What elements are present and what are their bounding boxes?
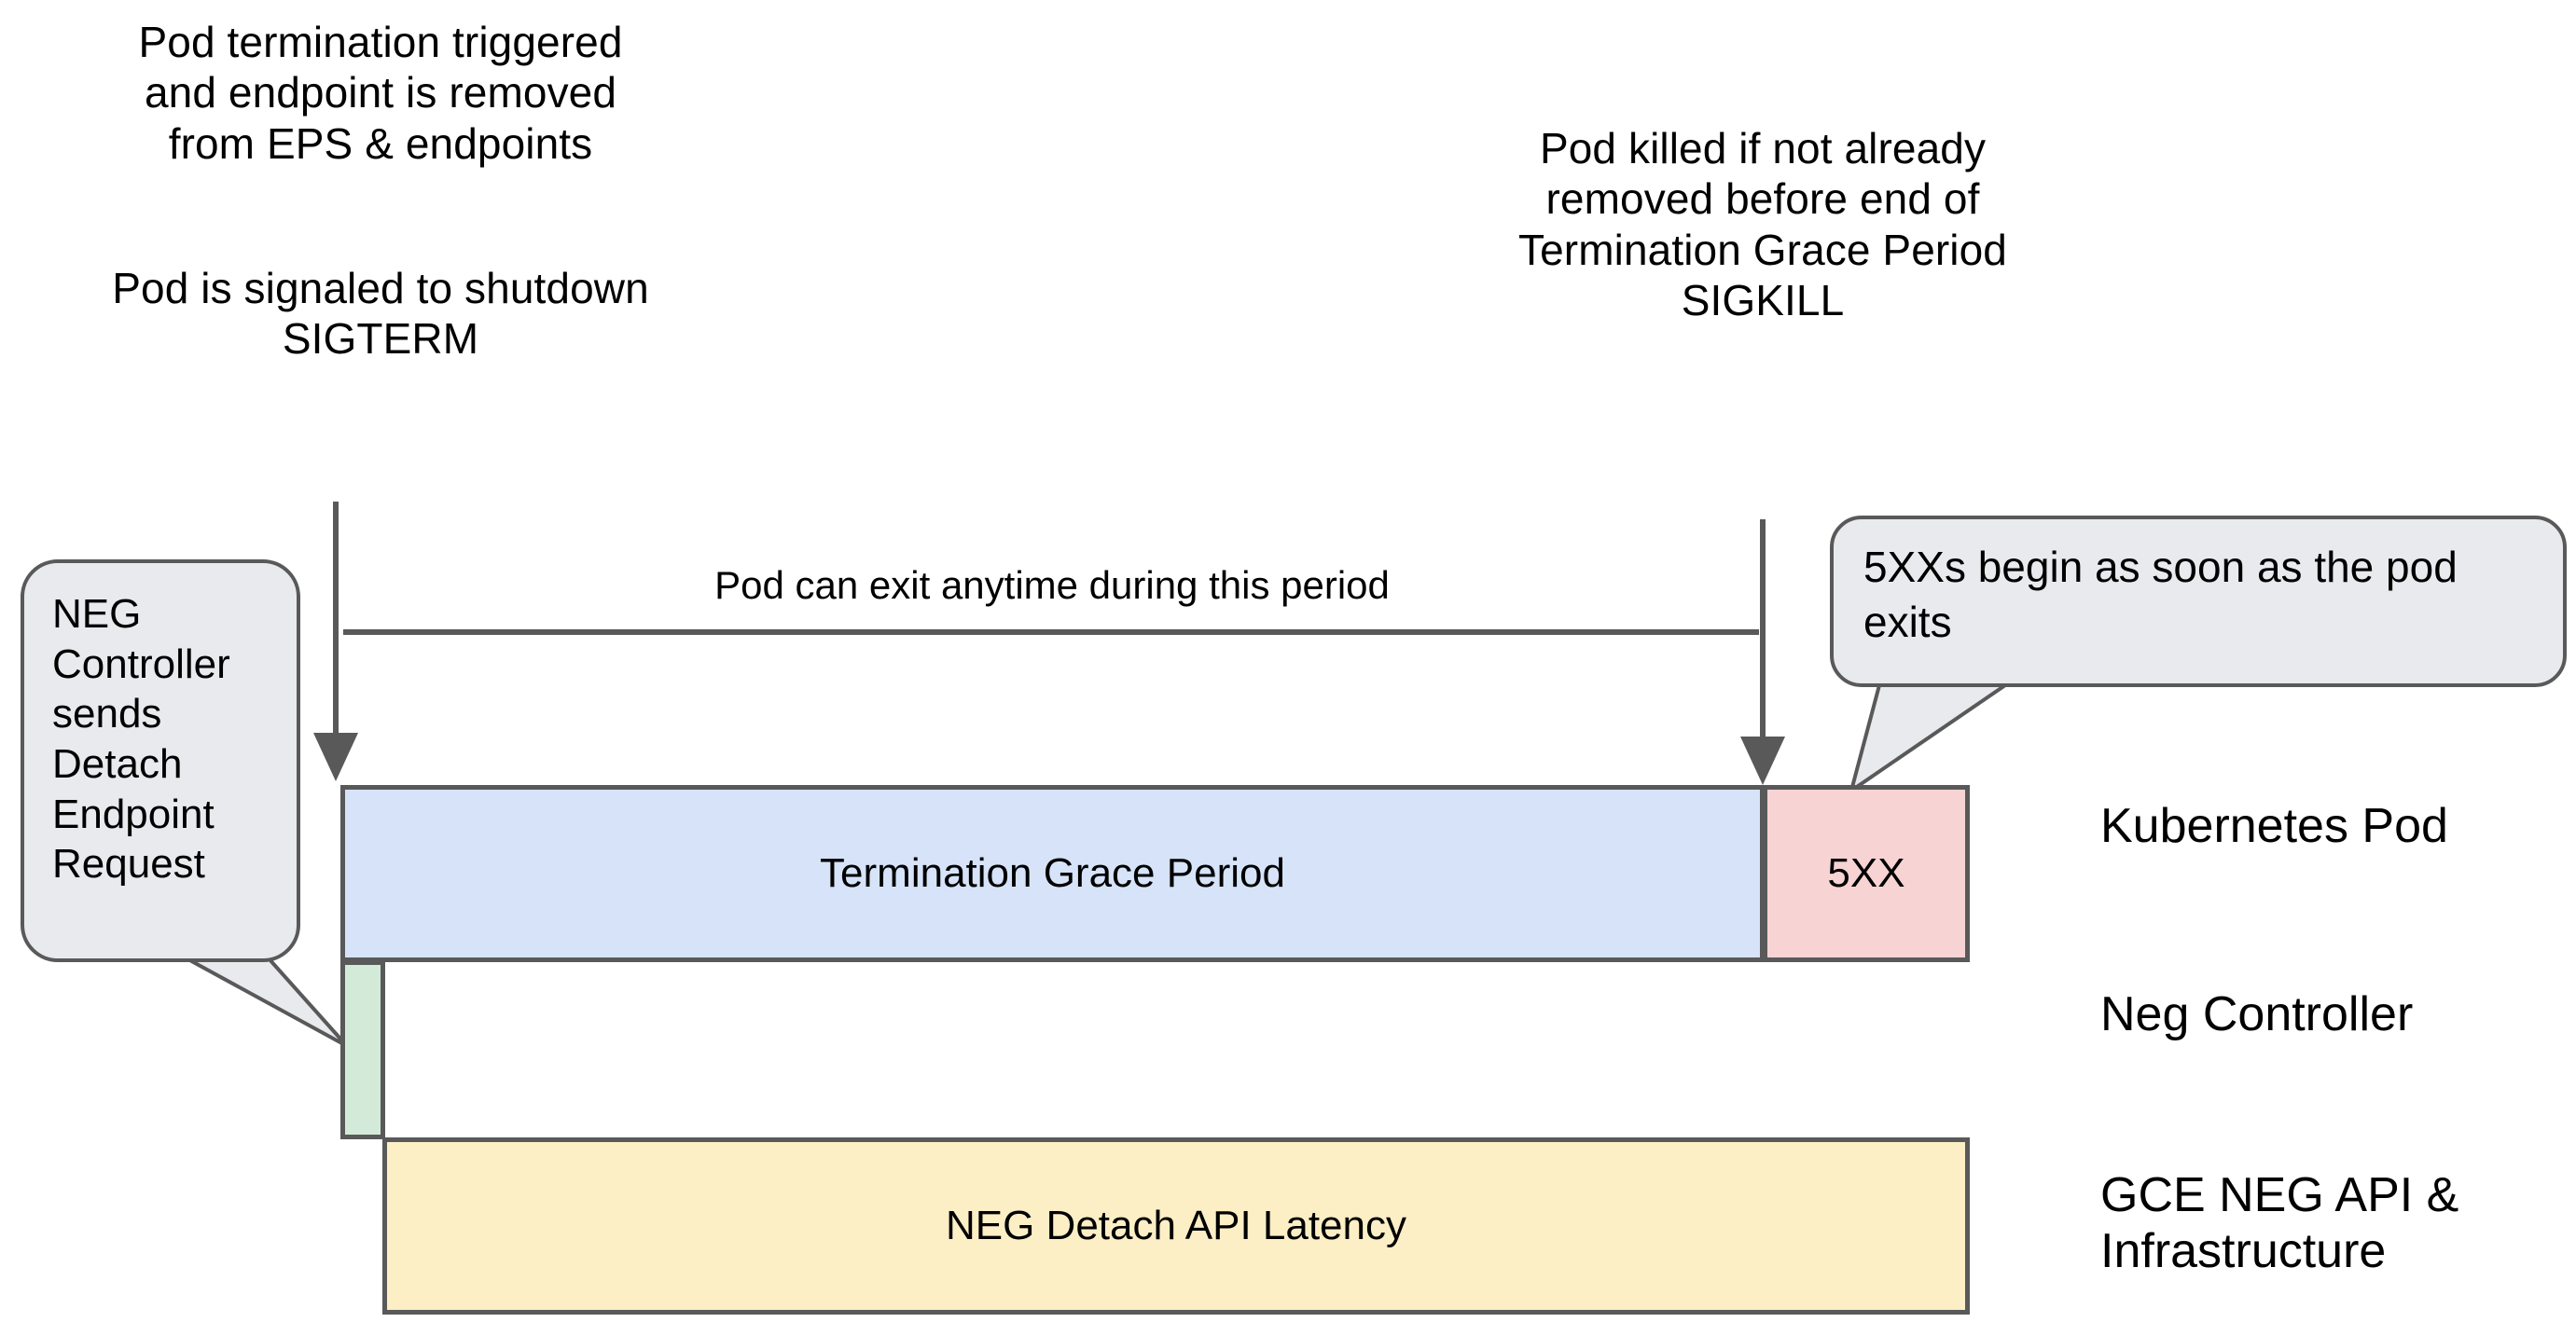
arrow-sigkill-end (1740, 519, 1785, 785)
callout-5xxs-begin-as-soon-as-pod-exits: 5XXs begin as soon as the pod exits (1830, 516, 2567, 687)
bar-5xx: 5XX (1763, 785, 1970, 962)
bar-termination-grace-period: Termination Grace Period (340, 785, 1765, 962)
bar-neg-controller-detach (340, 960, 385, 1139)
note-pod-killed-sigkill: Pod killed if not already removed before… (1518, 124, 2007, 324)
lane-label-gce-neg-api-infrastructure: GCE NEG API & Infrastructure (2100, 1168, 2459, 1279)
note-pod-termination-triggered: Pod termination triggered and endpoint i… (138, 18, 623, 168)
caption-pod-can-exit-anytime: Pod can exit anytime during this period (714, 563, 1390, 607)
callout-tail-5xx (1848, 683, 2012, 795)
lane-label-kubernetes-pod: Kubernetes Pod (2100, 799, 2448, 853)
bar-label-5xx: 5XX (1827, 850, 1905, 896)
lane-label-neg-controller: Neg Controller (2100, 987, 2414, 1041)
bar-label-neg-detach-api-latency: NEG Detach API Latency (945, 1203, 1407, 1248)
bar-neg-detach-api-latency: NEG Detach API Latency (382, 1137, 1970, 1315)
callout-tail-neg-controller (186, 957, 349, 1048)
note-pod-signaled-shutdown: Pod is signaled to shutdown SIGTERM (112, 264, 649, 364)
callout-neg-controller-sends-detach-endpoint-request: NEG Controller sends Detach Endpoint Req… (21, 559, 300, 962)
arrow-termination-start (313, 502, 358, 781)
bar-label-termination-grace-period: Termination Grace Period (820, 850, 1285, 896)
